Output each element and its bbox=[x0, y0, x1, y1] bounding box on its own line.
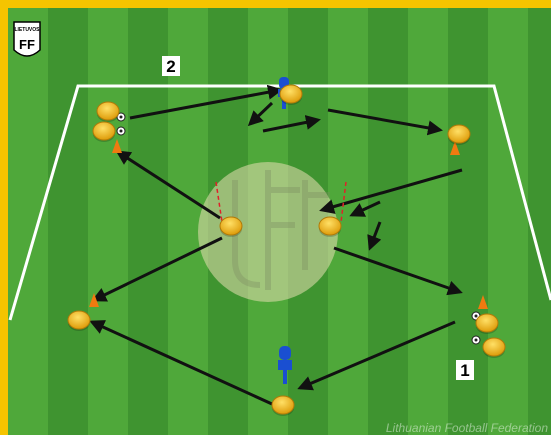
center-circle bbox=[198, 162, 338, 302]
group-1-label-bg bbox=[456, 360, 474, 380]
arrow-icon bbox=[247, 101, 274, 127]
group-1-label: 1 bbox=[460, 361, 469, 380]
logo-mark: FF bbox=[19, 37, 35, 52]
mannequin-icon bbox=[278, 346, 292, 384]
player-icon bbox=[482, 337, 506, 358]
arrow-icon bbox=[367, 221, 382, 251]
arrow-icon bbox=[333, 246, 463, 296]
grass-stripe bbox=[48, 8, 88, 435]
ball-icon bbox=[471, 335, 481, 345]
arrow-icon bbox=[115, 150, 221, 220]
cone-icon bbox=[112, 139, 122, 153]
player-icon bbox=[271, 395, 295, 416]
grass-stripe bbox=[488, 8, 528, 435]
arrow-icon bbox=[327, 108, 443, 136]
cone-icon bbox=[450, 141, 460, 155]
player-icon bbox=[447, 124, 471, 145]
arrow-icon bbox=[262, 114, 321, 133]
grass-stripe bbox=[8, 8, 48, 435]
ball-icon bbox=[116, 126, 126, 136]
grass-stripe bbox=[528, 8, 551, 435]
cone-icon bbox=[478, 295, 488, 309]
grass-stripe bbox=[88, 8, 128, 435]
grass-stripe bbox=[368, 8, 408, 435]
arrows bbox=[89, 84, 463, 406]
watermark: Lithuanian Football Federation bbox=[386, 421, 548, 435]
pitch: 2 1 LIETUVOS FF Lithuanian Football Fede… bbox=[8, 8, 551, 435]
player-icon bbox=[219, 216, 243, 237]
player-icon bbox=[475, 313, 499, 334]
player-icon bbox=[318, 216, 342, 237]
player-icon bbox=[67, 310, 91, 331]
center-logo bbox=[232, 170, 330, 290]
arrow-icon bbox=[91, 236, 223, 302]
group-2-label: 2 bbox=[166, 57, 175, 76]
arrow-icon bbox=[349, 200, 381, 217]
player-icon bbox=[92, 121, 116, 142]
pitch-svg: 2 1 LIETUVOS FF Lithuanian Football Fede… bbox=[8, 8, 551, 435]
grass-stripe bbox=[128, 8, 168, 435]
federation-logo: LIETUVOS FF bbox=[13, 21, 41, 57]
group-2-label-bg bbox=[162, 56, 180, 76]
player-icon bbox=[279, 84, 303, 105]
arrow-icon bbox=[129, 84, 283, 120]
cone-icon bbox=[89, 293, 99, 307]
arrow-icon bbox=[319, 168, 463, 214]
ball-icon bbox=[116, 112, 126, 122]
arrow-icon bbox=[89, 320, 273, 406]
player-icon bbox=[96, 101, 120, 122]
logo-text: LIETUVOS bbox=[14, 27, 40, 33]
arrow-icon bbox=[297, 320, 456, 391]
grass-stripe bbox=[408, 8, 448, 435]
